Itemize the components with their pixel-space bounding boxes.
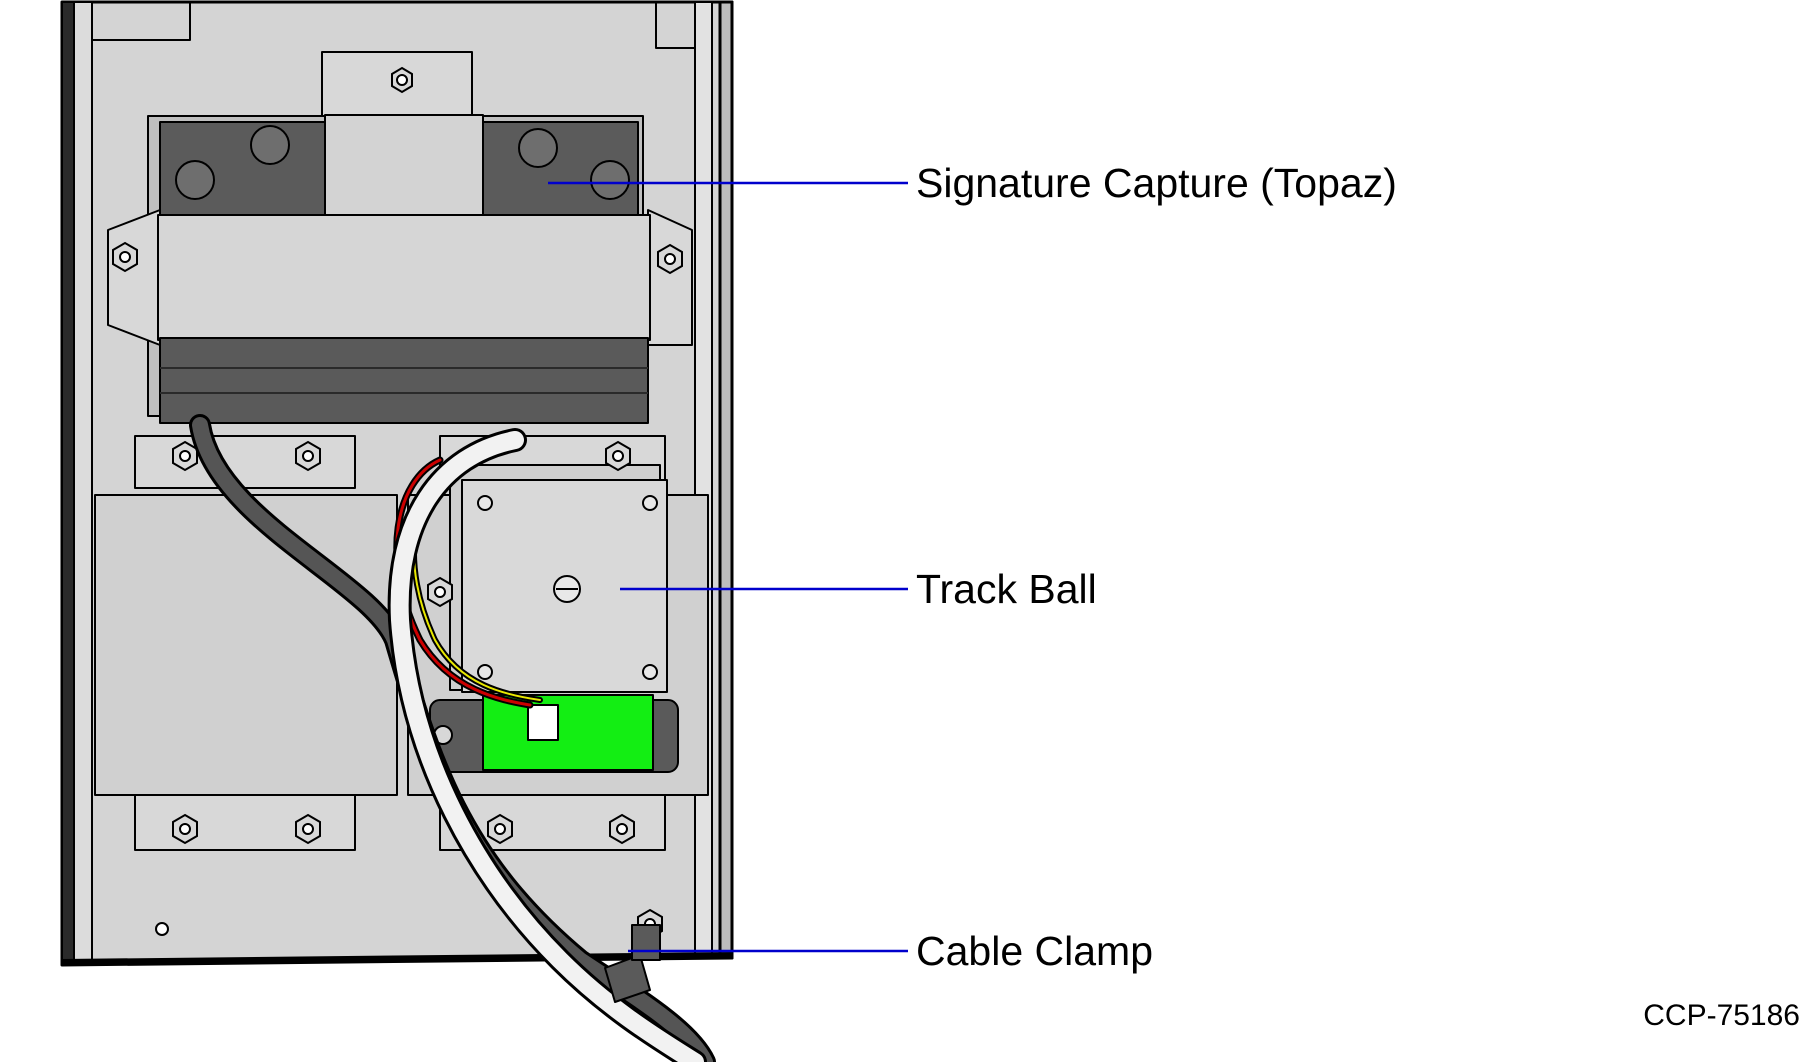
- callout-labels: Signature Capture (Topaz) Track Ball Cab…: [916, 160, 1397, 974]
- callout-label-track-ball: Track Ball: [916, 566, 1097, 612]
- callout-leader-lines: [548, 181, 908, 953]
- callout-label-signature-capture: Signature Capture (Topaz): [916, 160, 1397, 206]
- signature-capture-device: [107, 51, 693, 424]
- track-ball-module: [429, 464, 679, 773]
- figure-id: CCP-75186: [1643, 999, 1800, 1032]
- screws: [112, 66, 683, 940]
- cables: [189, 414, 716, 1062]
- callout-label-cable-clamp: Cable Clamp: [916, 928, 1153, 974]
